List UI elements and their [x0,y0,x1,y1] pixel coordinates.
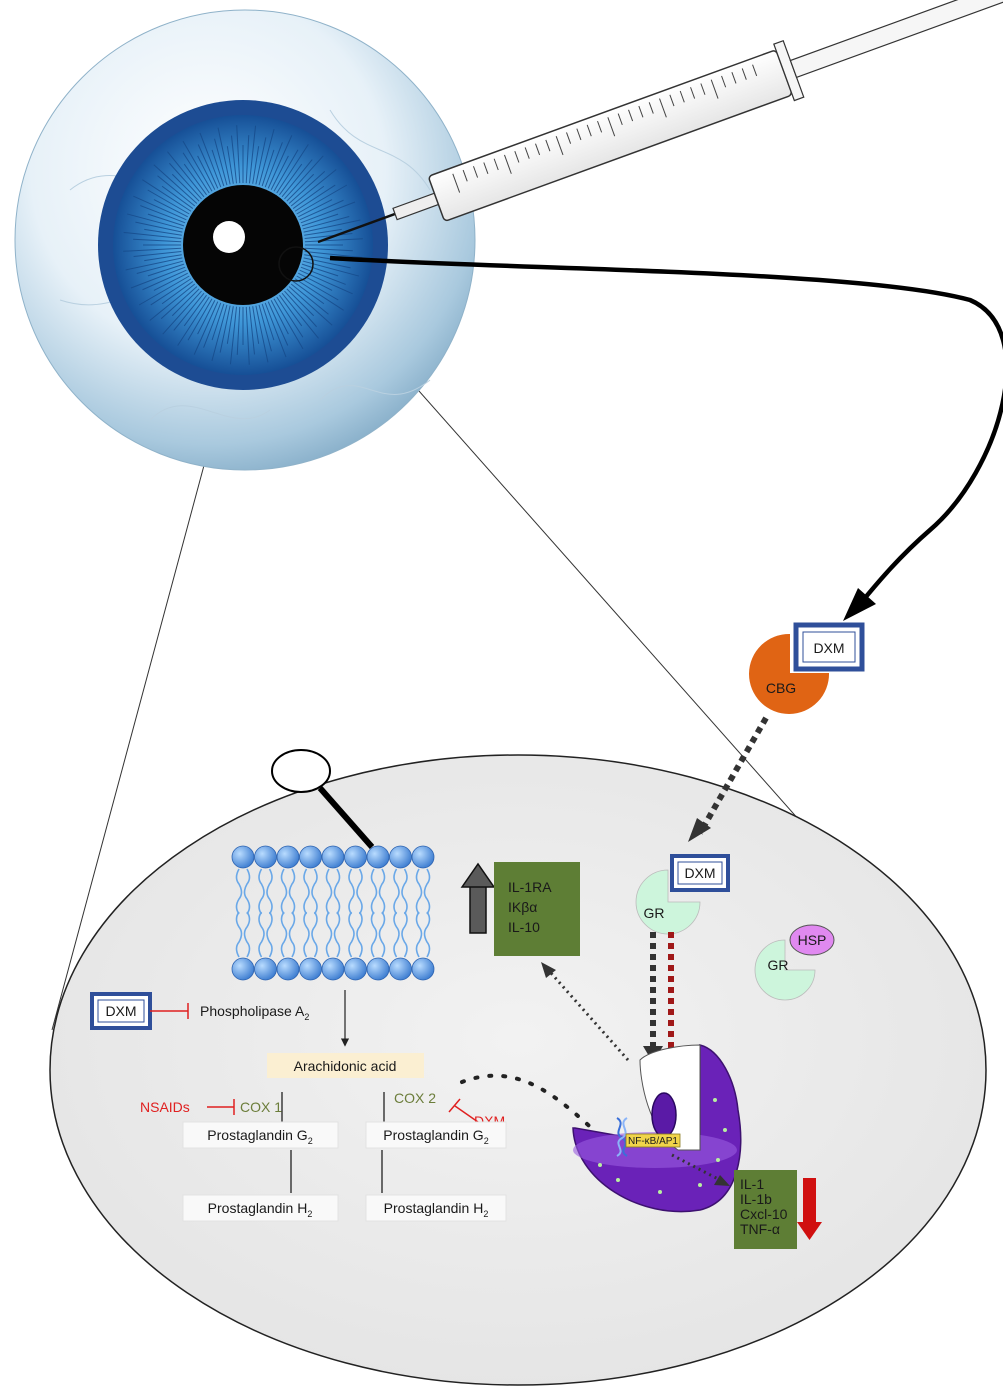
upregulated-item: IKβα [508,899,537,915]
hsp-label: HSP [798,932,827,948]
syringe-needle [317,212,396,244]
phospholipid-head [231,957,255,981]
gr-receptor [754,939,816,1001]
transport-arrow [329,255,1003,606]
membrane-magnifier-handle [317,786,375,849]
gr-dxm-complex: GR DXM [635,854,730,935]
up-arrow [460,862,496,934]
arachidonic-acid-label: Arachidonic acid [294,1058,397,1074]
eyeball [14,9,476,471]
gr-receptor [635,869,701,935]
upregulated-item: IL-1RA [508,879,552,895]
cell [49,754,987,1386]
phospholipid-head [254,845,277,869]
nfkb-ap1-label: NF-κB/AP1 [628,1136,678,1147]
transport-arrow-head [843,588,876,621]
membrane-magnifier [271,749,331,793]
prostaglandin-h2-label: Prostaglandin H2 [384,1200,489,1219]
gr-hsp-complex: GR HSP [754,924,835,1001]
downregulated-item: IL-1 [740,1176,764,1192]
dxm-label: DXM [813,640,844,656]
downregulated-item: Cxcl-10 [740,1206,788,1222]
prostaglandin-g2-label: Prostaglandin G2 [207,1127,312,1146]
iris-fibers [123,125,363,365]
cbg-label: CBG [766,680,796,696]
prostaglandin-h2-label: Prostaglandin H2 [208,1200,313,1219]
downregulated-box [734,1170,797,1249]
cbg-dxm-complex: CBG DXM [749,622,865,714]
pupil-highlight [213,221,245,253]
phospholipid-head [389,845,412,869]
lipid-bilayer [231,845,435,981]
syringe-plunger [789,0,1003,79]
phospholipid-head [276,957,300,981]
phospholipid-head [231,845,255,869]
prostaglandin-g2-label: Prostaglandin G2 [383,1127,488,1146]
phospholipid-head [321,845,345,869]
cox2-label: COX 2 [394,1090,436,1106]
phospholipase-label: Phospholipase A2 [200,1003,309,1022]
dxm-box-phospholipase: DXM [90,992,152,1030]
hsp-protein [789,924,835,956]
phospholipid-head [411,845,435,869]
phospholipid-head [344,845,367,869]
upregulated-box [494,862,580,956]
phospholipid-head [366,957,390,981]
dxm-label: DXM [105,1003,136,1019]
nucleus-to-upregulated-arrow [548,971,630,1061]
arachidonic-acid-box [267,1053,424,1078]
syringe [317,0,1003,244]
downregulated-item: IL-1b [740,1191,772,1207]
phospholipid-head [276,845,300,869]
downregulated-item: TNF-α [740,1221,780,1237]
dxm-label: DXM [684,865,715,881]
syringe-barrel [428,50,792,222]
gr-label: GR [768,957,789,973]
gr-label: GR [644,905,665,921]
magnifier-circle [278,246,314,282]
nucleolus [651,1092,677,1138]
cbg-to-gr-arrow [697,716,769,835]
phospholipid-head [411,957,435,981]
cbg-protein [749,633,830,714]
phospholipid-head [254,957,277,981]
pupil [183,185,303,305]
phospholipid-head [366,845,390,869]
phospholipid-head [299,957,322,981]
phospholipid-head [321,957,345,981]
nsaids-label: NSAIDs [140,1099,190,1115]
nfkb-ap1-badge [625,1133,681,1148]
down-arrow [797,1178,822,1240]
phospholipid-head [299,845,322,869]
cox1-label: COX 1 [240,1099,282,1115]
syringe-scale [452,64,758,193]
upregulated-item: IL-10 [508,919,540,935]
phospholipid-head [389,957,412,981]
phospholipid-head [344,957,367,981]
